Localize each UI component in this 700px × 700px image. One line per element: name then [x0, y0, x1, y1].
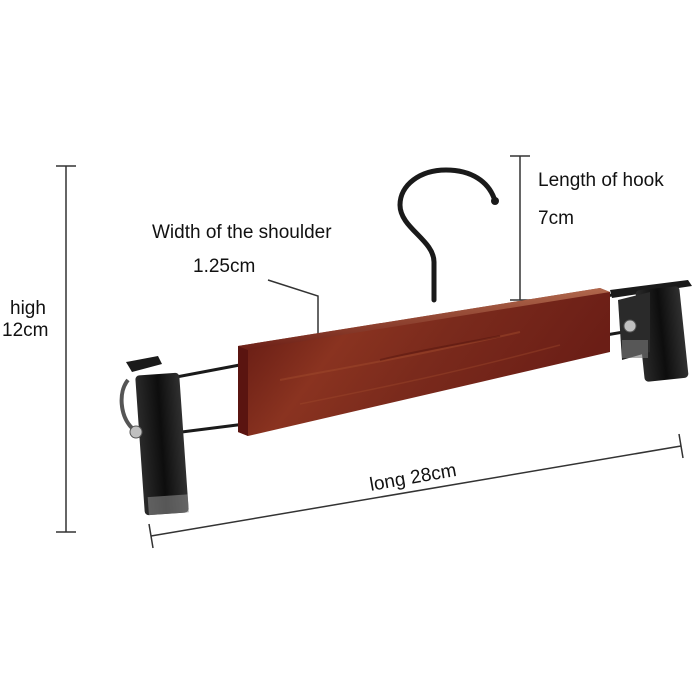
height-dimension-line	[56, 165, 76, 533]
shoulder-width-value: 1.25cm	[193, 256, 256, 277]
hook-length-value: 7cm	[538, 208, 574, 229]
wooden-shoulder-bar	[238, 288, 610, 436]
right-clip	[610, 280, 692, 382]
hook	[397, 167, 497, 303]
hook-dimension-line	[510, 155, 530, 301]
shoulder-width-label: Width of the shoulder	[152, 222, 332, 243]
shoulder-leader-line	[267, 279, 319, 346]
hook-length-label: Length of hook	[538, 170, 664, 191]
height-value: 12cm	[2, 320, 49, 341]
height-label: high	[10, 298, 46, 319]
left-clip	[119, 356, 189, 516]
hook-tip	[491, 197, 499, 205]
length-dimension-line	[148, 433, 684, 549]
